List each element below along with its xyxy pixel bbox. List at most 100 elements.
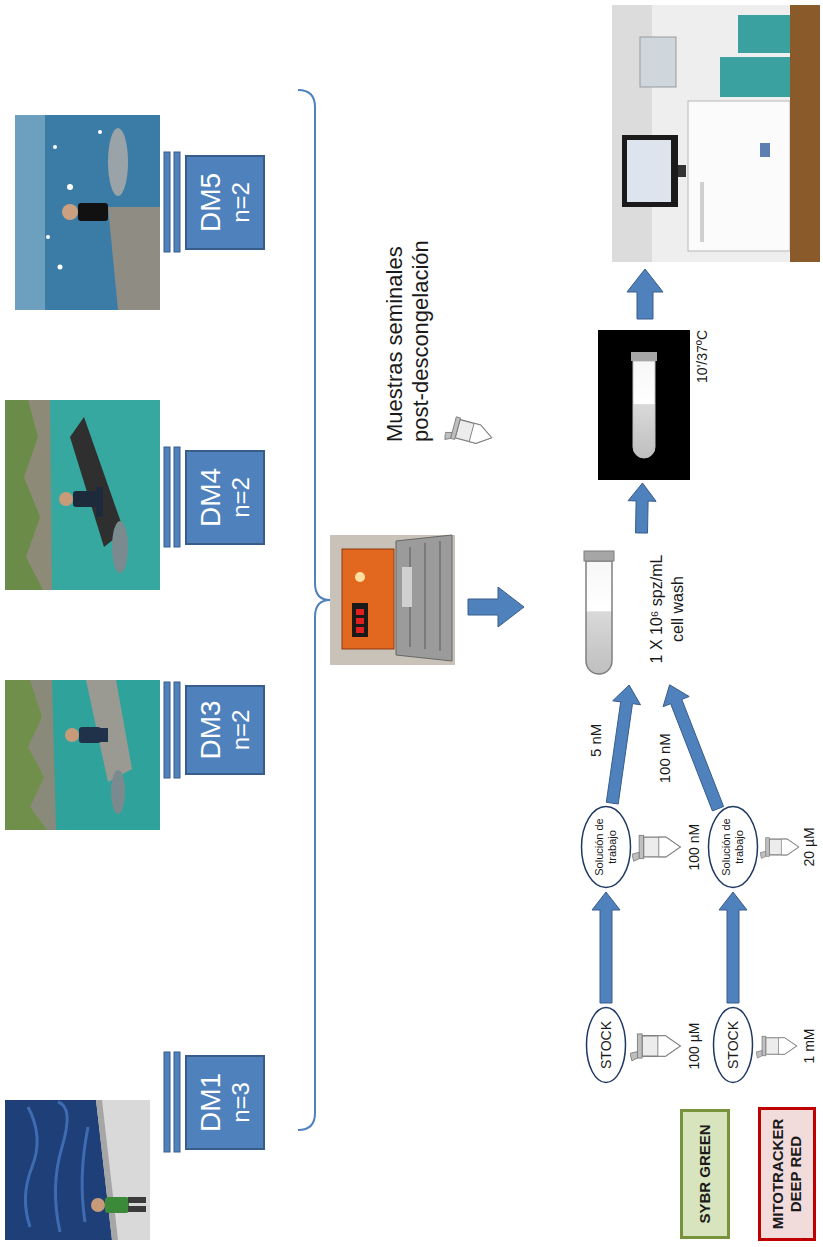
photo-dm5 xyxy=(46,235,50,239)
double-bar xyxy=(174,682,180,778)
dolphin-box: DM5n=2 xyxy=(185,155,265,250)
photo-dm5 xyxy=(15,115,45,310)
reagent-tube xyxy=(760,838,799,859)
cytometer-photo xyxy=(688,101,790,251)
centrifuge-photo xyxy=(396,535,452,661)
sample-tube: 1 X 10⁶ spz/mLcell wash xyxy=(575,536,705,682)
centrifuge-photo xyxy=(356,618,364,624)
node-text: cell wash xyxy=(668,536,689,682)
edge-label: 5 nM xyxy=(587,722,604,759)
photo-dm4 xyxy=(59,492,73,506)
concentration-label: 100 µM xyxy=(686,1023,703,1070)
sample-tube-icon xyxy=(443,415,494,451)
photo-dm5 xyxy=(98,130,102,134)
photo-dm4 xyxy=(112,521,128,573)
sample-tube-icon xyxy=(443,415,494,451)
cytometer-photo xyxy=(720,57,790,97)
text-group: DM4n=2 xyxy=(195,468,255,527)
node-text: n=2 xyxy=(227,173,255,232)
photo-dm1 xyxy=(91,1198,105,1212)
node-text: 10'/37ºC xyxy=(694,330,710,383)
tube-drawing xyxy=(633,361,655,458)
flow-arrow xyxy=(628,483,656,533)
centrifuge-photo xyxy=(410,541,440,651)
node-text: DM1 xyxy=(195,1073,227,1132)
centrifuge-photo xyxy=(356,627,364,633)
solution-ellipse: Solución de trabajo xyxy=(707,805,759,889)
tube-drawing xyxy=(586,561,612,674)
node-text: SYBR GREEN xyxy=(696,1124,714,1223)
photo-dm3 xyxy=(79,727,101,743)
incubation-box: 10'/37ºC xyxy=(598,330,690,480)
block-arrow xyxy=(468,587,524,627)
photo-dm4 xyxy=(24,400,52,590)
photo-dm4 xyxy=(5,400,160,590)
flow-arrow xyxy=(719,892,747,1003)
node-text: DM4 xyxy=(195,468,227,527)
centrifuge-photo xyxy=(352,603,368,637)
flow-arrow xyxy=(719,892,747,1003)
cytometer-photo xyxy=(640,37,676,87)
text-group: MITOTRACKER DEEP RED xyxy=(769,1114,805,1234)
cytometer-photo xyxy=(627,140,671,202)
dolphin-box: DM3n=2 xyxy=(185,685,265,775)
tube-drawing xyxy=(631,352,657,361)
double-bar xyxy=(174,152,180,252)
block-arrow xyxy=(627,269,663,319)
photo-dm5 xyxy=(58,265,63,270)
double-bar xyxy=(164,152,170,252)
node-text: STOCK xyxy=(598,1021,614,1069)
node-text: n=3 xyxy=(227,1073,255,1132)
photo-dm1 xyxy=(25,1102,88,1232)
photo-dm3 xyxy=(5,680,160,830)
dolphin-box: DM4n=2 xyxy=(185,450,265,545)
double-bar xyxy=(164,1052,170,1152)
photo-dm1 xyxy=(5,1100,150,1240)
centrifuge-photo xyxy=(330,535,455,665)
photo-dm1 xyxy=(105,1197,129,1213)
photo-dm5 xyxy=(62,204,78,220)
photo-dm5 xyxy=(78,203,108,221)
centrifuge-photo xyxy=(355,572,365,582)
photo-dm1 xyxy=(128,1197,146,1203)
photo-dm5 xyxy=(108,207,160,310)
cytometer-photo xyxy=(612,5,820,262)
double-bar xyxy=(164,682,170,778)
double-bar xyxy=(174,1052,180,1152)
node-text: 1 X 10⁶ spz/mL xyxy=(647,536,668,682)
photo-dm4 xyxy=(5,400,160,590)
dolphin-box: DM1n=3 xyxy=(185,1055,265,1150)
node-text: DM5 xyxy=(195,173,227,232)
ellipse-outline xyxy=(709,807,758,888)
double-bar xyxy=(164,447,170,547)
cytometer-photo xyxy=(738,15,790,53)
photo-dm3 xyxy=(5,680,160,830)
concentration-label: 20 µM xyxy=(801,827,818,866)
double-bar xyxy=(164,152,180,1152)
ellipse-outline xyxy=(714,1008,753,1083)
photo-dm1 xyxy=(96,1100,118,1240)
cytometer-photo xyxy=(622,135,678,207)
centrifuge-photo xyxy=(402,567,412,607)
centrifuge-photo xyxy=(342,549,394,649)
node-text: DM3 xyxy=(195,700,227,759)
concentration-label: 100 nM xyxy=(686,824,703,871)
node-text: Solución de trabajo xyxy=(593,817,618,877)
group-bracket xyxy=(298,90,330,1130)
photo-dm5 xyxy=(108,128,128,196)
text-group: DM1n=3 xyxy=(195,1073,255,1132)
ellipse-outline xyxy=(582,807,631,888)
concentration-label: 1 mM xyxy=(801,1029,818,1064)
solution-ellipse: STOCK xyxy=(712,1006,754,1084)
edge-label: 100 nM xyxy=(656,731,673,785)
photo-dm1 xyxy=(5,1100,150,1240)
node-text: STOCK xyxy=(725,1021,741,1069)
centrifuge-photo xyxy=(356,609,364,615)
photo-dm5 xyxy=(15,115,160,310)
flow-arrow xyxy=(628,483,656,533)
text-group: STOCK xyxy=(725,1021,741,1069)
node-text: n=2 xyxy=(227,468,255,527)
flow-arrow xyxy=(592,892,620,1003)
solution-ellipse: STOCK xyxy=(585,1006,627,1084)
cytometer-photo xyxy=(612,5,820,262)
